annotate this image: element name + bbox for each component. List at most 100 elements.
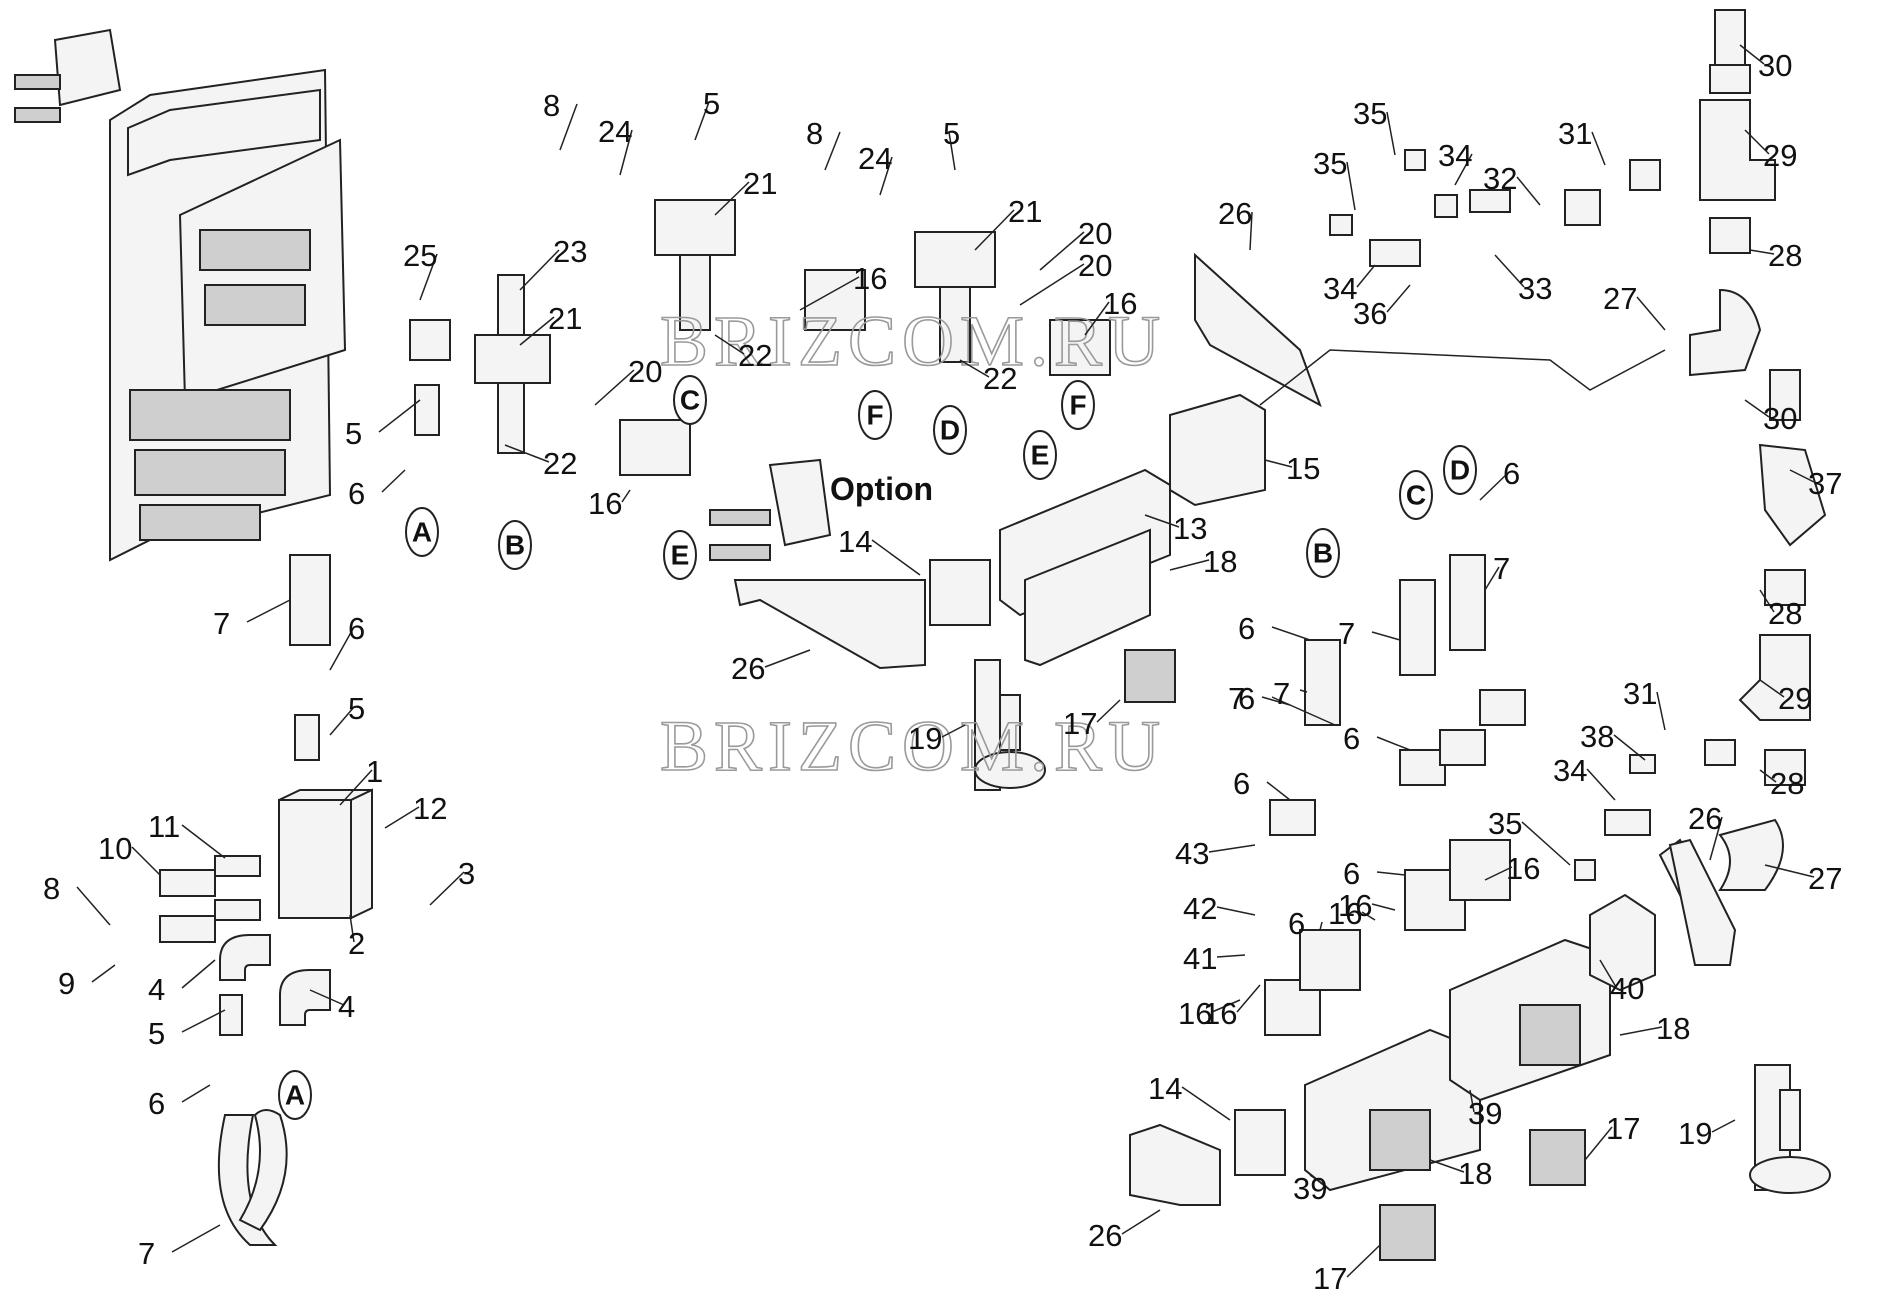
callout-6: 6 [348, 469, 406, 511]
callout-leader-line [559, 103, 578, 151]
callout-35: 35 [1313, 146, 1356, 211]
callout-number: 20 [1078, 216, 1112, 251]
callout-leader-line [384, 806, 420, 829]
callout-30: 30 [1744, 399, 1797, 436]
callout-number: 1 [366, 754, 383, 789]
callout-24: 24 [598, 114, 633, 176]
callout-leader-line [959, 359, 990, 378]
callout-leader-line [1376, 871, 1406, 876]
callout-22: 22 [504, 444, 577, 481]
callout-number: 5 [703, 86, 720, 121]
connector-badge-e: E [1023, 430, 1057, 480]
callout-16: 16 [588, 486, 631, 521]
callout-number: 8 [806, 116, 823, 151]
callout-leader-line [1216, 954, 1246, 958]
callout-14: 14 [1148, 1071, 1231, 1121]
callout-number: 24 [858, 141, 892, 176]
callout-number: 39 [1468, 1096, 1502, 1131]
callout-leader-line [1494, 254, 1525, 288]
callout-number: 7 [213, 606, 230, 641]
callout-9: 9 [58, 964, 116, 1001]
callout-number: 13 [1173, 511, 1207, 546]
callout-leader-line [1039, 231, 1085, 271]
callout-leader-line [1249, 211, 1253, 251]
callout-leader-line [1759, 769, 1777, 783]
callout-leader-line [1266, 781, 1291, 801]
callout-leader-line [1346, 161, 1356, 211]
callout-leader-line [1759, 589, 1775, 613]
callout-leader-line [1586, 768, 1616, 801]
callout-leader-line [181, 824, 226, 859]
callout-number: 20 [1078, 248, 1112, 283]
callout-25: 25 [403, 238, 438, 301]
callout-36: 36 [1353, 284, 1411, 331]
callout-leader-line [1789, 469, 1815, 483]
connector-badge-outline [673, 375, 707, 425]
callout-number: 14 [1148, 1071, 1182, 1106]
callout-10: 10 [98, 831, 161, 876]
callout-leader-line [1516, 176, 1541, 206]
callout-number: 19 [908, 721, 942, 756]
callout-number: 6 [148, 1086, 165, 1121]
callout-number: 36 [1353, 296, 1387, 331]
callout-5: 5 [943, 116, 960, 171]
callout-34: 34 [1438, 138, 1473, 186]
callout-38: 38 [1580, 719, 1646, 761]
callout-number: 21 [548, 301, 582, 336]
callout-5: 5 [148, 1009, 226, 1051]
callout-22: 22 [714, 334, 772, 373]
connector-badge-c: C [673, 375, 707, 425]
callout-leader-line [1484, 566, 1500, 591]
callout-26: 26 [731, 649, 811, 686]
callout-number: 35 [1488, 806, 1522, 841]
callout-leader-line [1271, 696, 1336, 726]
callout-leader-line [349, 914, 355, 943]
callout-leader-line [1096, 699, 1121, 723]
callout-number: 39 [1293, 1171, 1327, 1206]
callout-leader-line [1169, 559, 1210, 571]
pipe-route-line [1259, 349, 1666, 406]
callout-leader-line [1429, 1159, 1465, 1173]
callout-number: 8 [43, 871, 60, 906]
callout-22: 22 [959, 359, 1017, 396]
callout-leader-line [1656, 691, 1666, 731]
callout-16: 16 [1328, 896, 1376, 931]
callout-leader-line [1584, 1126, 1613, 1161]
callout-20: 20 [594, 354, 662, 406]
callout-5: 5 [329, 691, 365, 736]
callout-number: 27 [1808, 861, 1842, 896]
callout-43: 43 [1175, 836, 1256, 871]
connector-badge-label: E [1031, 440, 1050, 471]
callout-leader-line [1759, 679, 1785, 698]
callout-leader-line [329, 626, 355, 671]
callout-15: 15 [1264, 451, 1320, 486]
connector-badge-outline [498, 520, 532, 570]
callout-number: 23 [553, 234, 587, 269]
callout-number: 9 [58, 966, 75, 1001]
callout-16: 16 [1338, 888, 1396, 923]
callout-leader-line [1299, 689, 1308, 693]
callout-42: 42 [1183, 891, 1256, 926]
callout-35: 35 [1353, 96, 1396, 156]
callout-leader-line [764, 649, 811, 668]
callout-28: 28 [1759, 766, 1804, 801]
callout-leader-line [594, 369, 635, 406]
callout-leader-line [1019, 263, 1085, 306]
callout-leader-line [519, 316, 555, 346]
callout-leader-line [1121, 1209, 1161, 1235]
callout-8: 8 [806, 116, 841, 171]
callout-number: 25 [403, 238, 437, 273]
left-manifold-assembly [159, 554, 373, 1246]
callout-number: 31 [1558, 116, 1592, 151]
connector-badge-label: F [1069, 390, 1086, 421]
callout-leader-line [1739, 44, 1765, 65]
callout-16: 16 [1178, 996, 1241, 1031]
connector-badge-label: F [866, 400, 883, 431]
callout-20: 20 [1019, 248, 1112, 306]
callout-number: 26 [1218, 196, 1252, 231]
callout-leader-line [974, 209, 1015, 251]
callout-leader-line [329, 706, 355, 736]
callout-leader-line [1216, 906, 1256, 916]
connector-badge-c: C [1399, 470, 1433, 520]
